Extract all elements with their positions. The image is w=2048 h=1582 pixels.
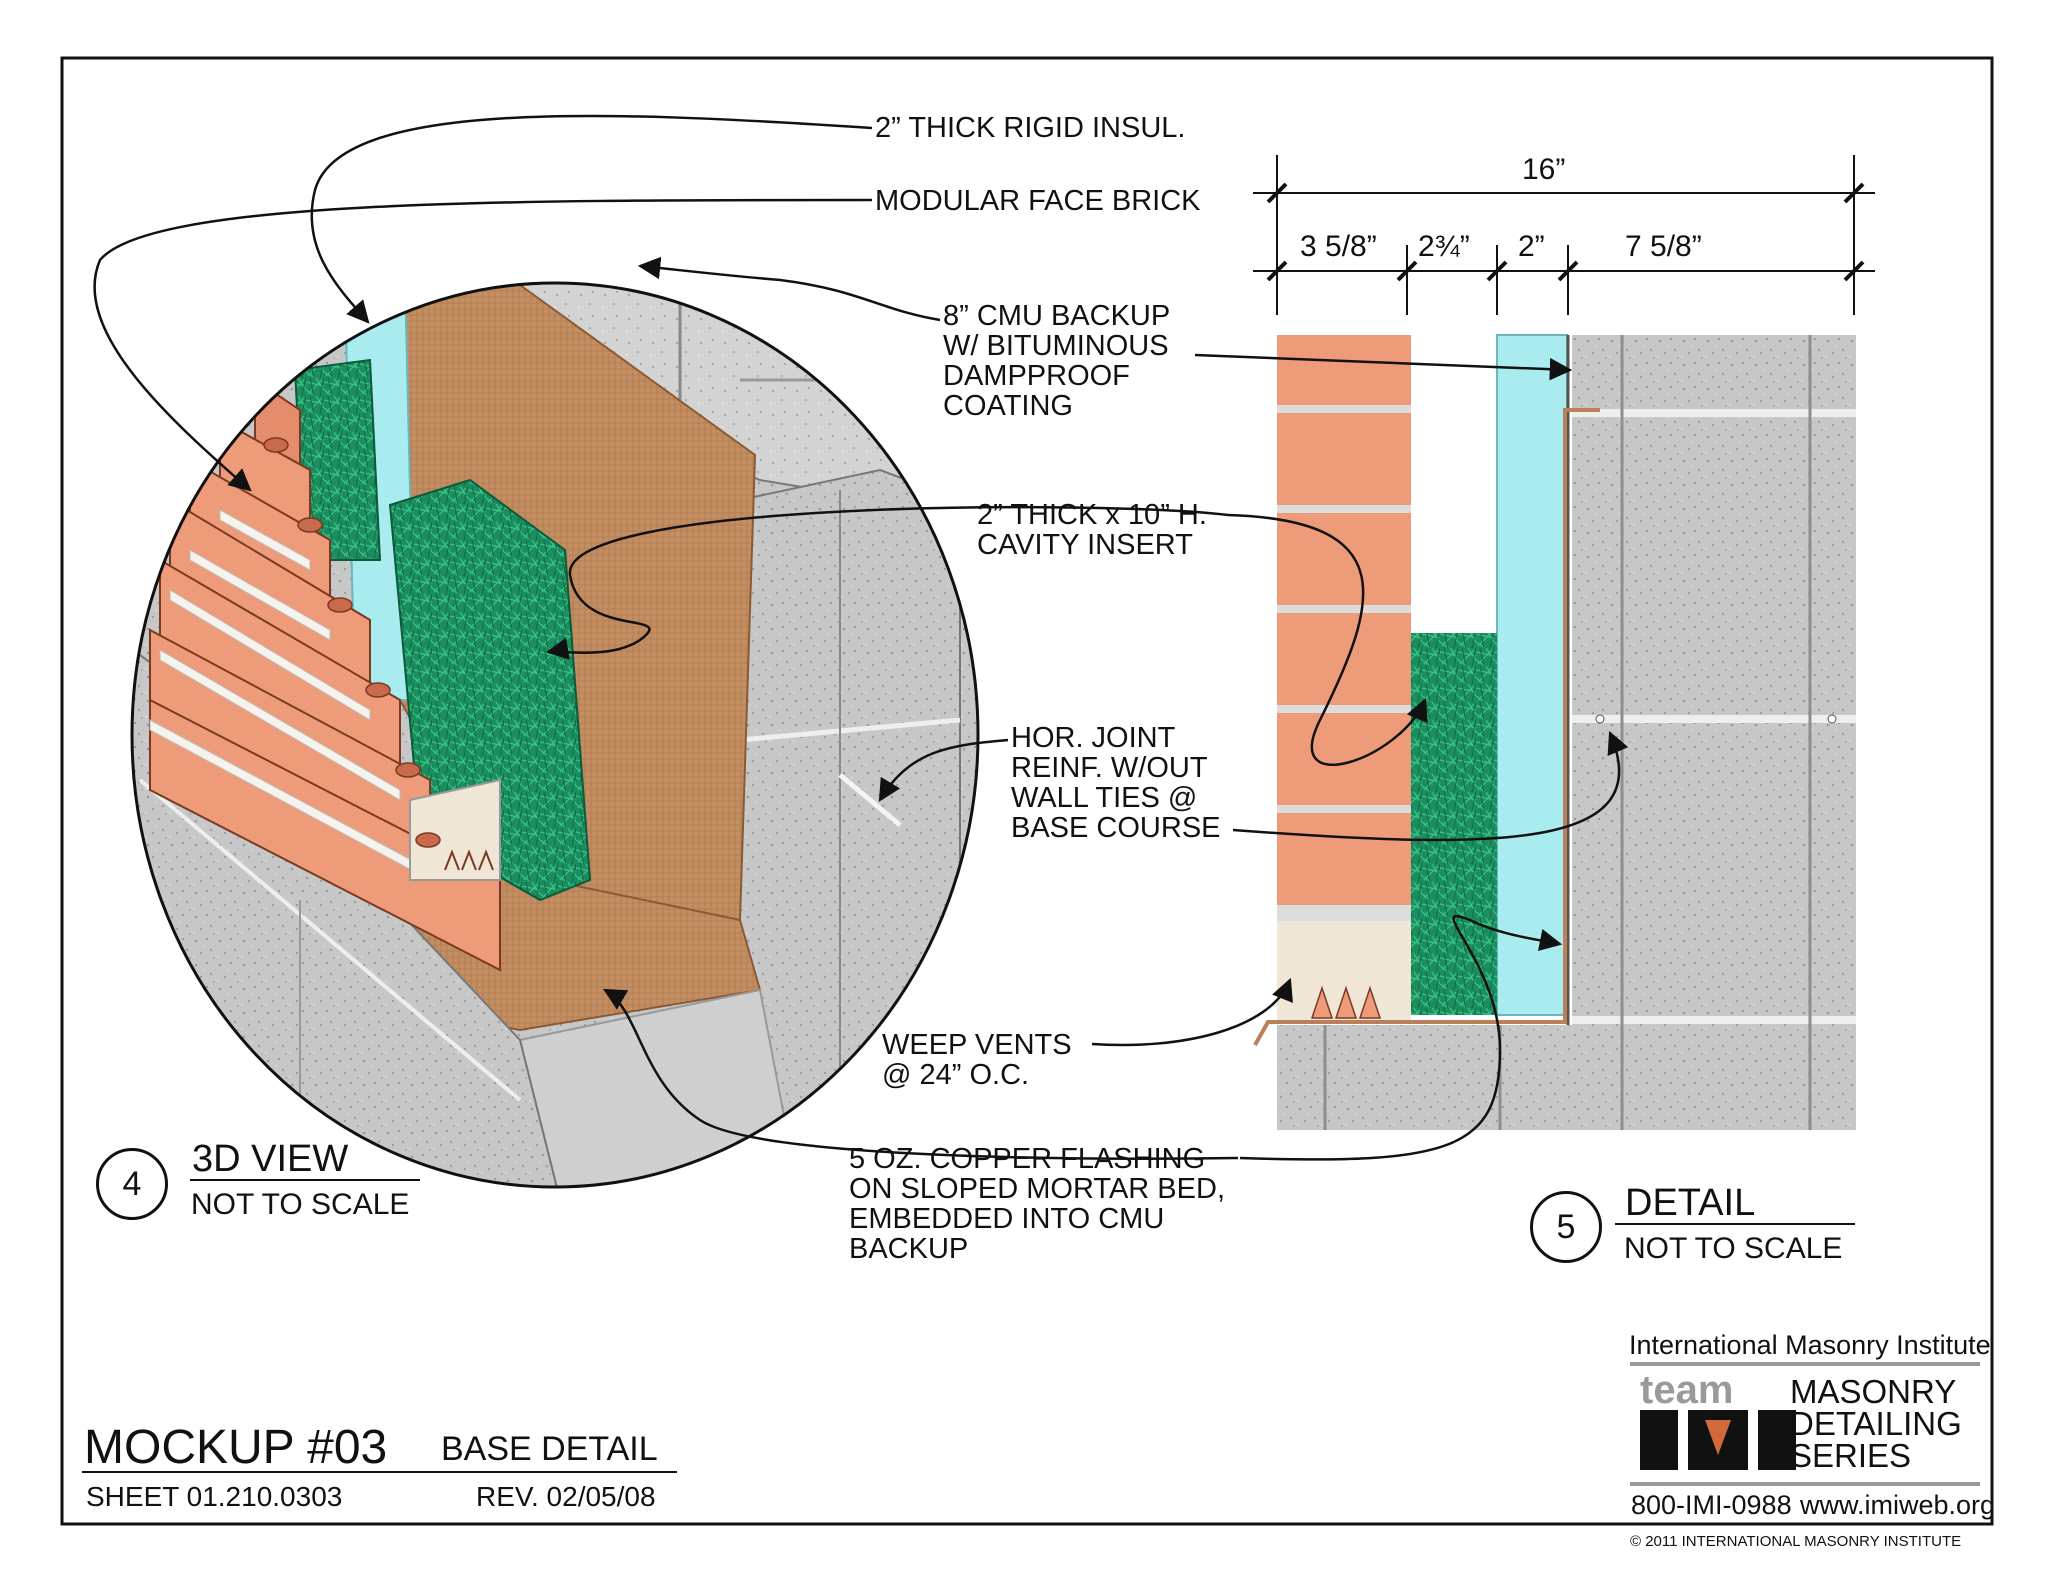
view-number: 4 [122, 1164, 142, 1203]
callout-weep-vents: WEEP VENTS @ 24” O.C. [882, 1030, 1072, 1090]
organization-name: International Masonry Institute [1629, 1330, 1991, 1360]
callout-joint-reinforcement-line: REINF. W/OUT [1011, 752, 1208, 784]
detail-name: BASE DETAIL [441, 1430, 658, 1468]
callout-cmu-backup-line: 8” CMU BACKUP [943, 300, 1171, 332]
view-title: DETAIL [1625, 1182, 1756, 1224]
callout-copper-flashing-line: BACKUP [849, 1233, 969, 1265]
view-title: 3D VIEW [192, 1138, 349, 1180]
callout-copper-flashing-line: ON SLOPED MORTAR BED, [849, 1173, 1225, 1205]
dimension-overall: 16” [1522, 153, 1566, 186]
callout-joint-reinforcement: HOR. JOINT REINF. W/OUT WALL TIES @ BASE… [1011, 723, 1221, 843]
dimension-insulation: 2” [1518, 230, 1545, 263]
callout-cavity-insert-line: CAVITY INSERT [977, 529, 1193, 561]
view-number-bubble: 5 [1530, 1191, 1602, 1263]
callout-cmu-backup-line: COATING [943, 390, 1073, 422]
view-number-bubble: 4 [96, 1148, 168, 1220]
series-name-line: SERIES [1790, 1437, 1912, 1474]
view-number: 5 [1556, 1207, 1576, 1246]
callout-copper-flashing-line: EMBEDDED INTO CMU [849, 1203, 1165, 1235]
callout-cmu-backup: 8” CMU BACKUP W/ BITUMINOUS DAMPPROOF CO… [943, 301, 1170, 421]
callout-face-brick: MODULAR FACE BRICK [875, 185, 1201, 217]
website-link[interactable]: www.imiweb.org [1800, 1490, 1996, 1520]
view-scale: NOT TO SCALE [1624, 1232, 1843, 1265]
callout-copper-flashing-line: 5 OZ. COPPER FLASHING [849, 1143, 1206, 1175]
team-wordmark: team [1640, 1368, 1734, 1412]
copyright-notice: © 2011 INTERNATIONAL MASONRY INSTITUTE [1630, 1533, 1962, 1550]
phone-number: 800-IMI-0988 [1631, 1490, 1792, 1520]
mockup-title: MOCKUP #03 [84, 1421, 388, 1474]
dimension-cmu: 7 5/8” [1625, 230, 1702, 263]
callout-joint-reinforcement-line: BASE COURSE [1011, 812, 1221, 844]
3d-view-illustration [132, 283, 978, 1187]
series-name: MASONRY DETAILING SERIES [1790, 1373, 1962, 1474]
callout-copper-flashing: 5 OZ. COPPER FLASHING ON SLOPED MORTAR B… [849, 1144, 1225, 1264]
series-name-line: MASONRY [1790, 1373, 1957, 1410]
section-detail-illustration [1253, 155, 1875, 1130]
callout-cavity-insert-line: 2” THICK x 10” H. [977, 499, 1207, 531]
callout-cavity-insert: 2” THICK x 10” H. CAVITY INSERT [977, 500, 1207, 560]
callout-joint-reinforcement-line: HOR. JOINT [1011, 722, 1176, 754]
series-name-line: DETAILING [1790, 1405, 1962, 1442]
dimension-cavity: 2¾” [1418, 230, 1470, 263]
callout-cmu-backup-line: DAMPPROOF [943, 360, 1130, 392]
dimension-brick: 3 5/8” [1300, 230, 1377, 263]
imi-logo-mark [1640, 1410, 1796, 1470]
sheet-number: SHEET 01.210.0303 [86, 1481, 343, 1512]
callout-weep-vents-line: @ 24” O.C. [882, 1059, 1030, 1091]
leader-lines [93, 114, 1629, 1161]
revision-date: REV. 02/05/08 [476, 1481, 656, 1512]
callout-cmu-backup-line: W/ BITUMINOUS [943, 330, 1169, 362]
callout-weep-vents-line: WEEP VENTS [882, 1029, 1072, 1061]
view-scale: NOT TO SCALE [191, 1188, 410, 1221]
callout-joint-reinforcement-line: WALL TIES @ [1011, 782, 1198, 814]
callout-rigid-insulation: 2” THICK RIGID INSUL. [875, 112, 1186, 144]
